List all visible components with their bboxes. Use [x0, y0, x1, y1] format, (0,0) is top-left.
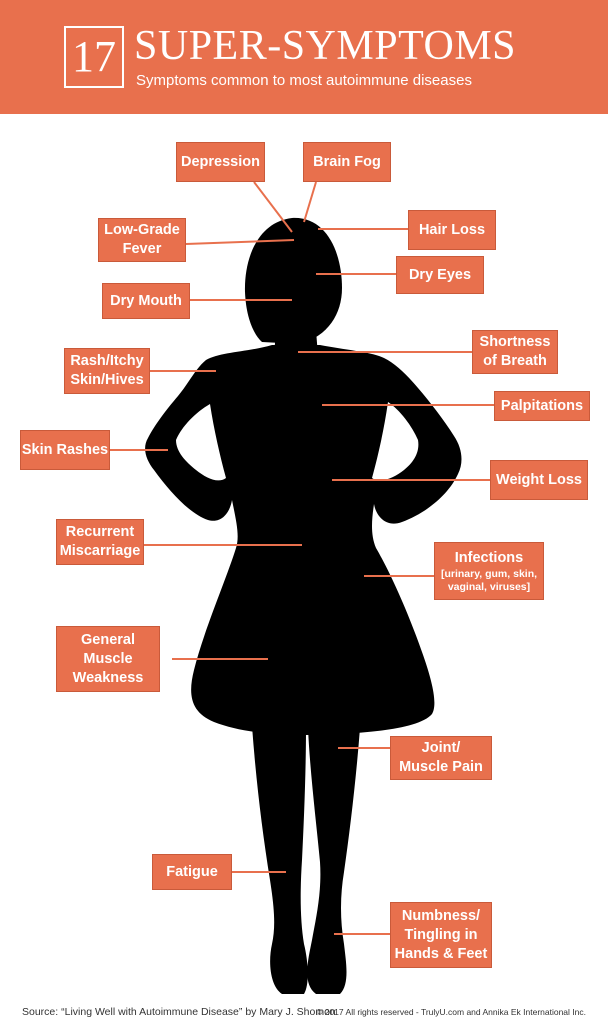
label-line: Depression	[181, 153, 260, 170]
label-line: Dry Eyes	[408, 266, 472, 283]
silhouette-right-leg	[307, 728, 360, 994]
label-line: Numbness/	[401, 907, 481, 924]
symptom-count-badge: 17	[64, 26, 124, 88]
label-weight-loss: Weight Loss	[490, 460, 588, 500]
copyright-notice: © 2017 All rights reserved - TrulyU.com …	[316, 1007, 586, 1017]
page-subtitle: Symptoms common to most autoimmune disea…	[136, 72, 472, 89]
label-line: Hair Loss	[418, 221, 486, 238]
label-line: Skin Rashes	[21, 441, 109, 458]
connector-brain-fog	[303, 181, 317, 223]
header-banner: 17 SUPER-SYMPTOMS Symptoms common to mos…	[0, 0, 608, 114]
label-depression: Depression	[176, 142, 265, 182]
label-line: Brain Fog	[313, 153, 381, 170]
label-line: Weakness	[72, 669, 144, 686]
label-line: Shortness	[479, 334, 551, 350]
label-line: Muscle	[83, 650, 133, 667]
label-line: General	[81, 631, 135, 648]
label-line: Palpitations	[500, 397, 584, 414]
silhouette-arm-gap-right	[372, 402, 419, 481]
silhouette-arm-gap-left	[176, 404, 226, 481]
label-line: Rash/Itchy	[70, 353, 144, 369]
silhouette-left-leg	[252, 726, 308, 994]
label-joint-muscle-pain: Joint/Muscle Pain	[390, 736, 492, 780]
label-hair-loss: Hair Loss	[408, 210, 496, 250]
connector-low-grade-fever	[185, 239, 295, 245]
label-subline: vaginal, viruses]	[447, 580, 531, 593]
label-line: Tingling in	[404, 926, 478, 943]
label-line: Muscle Pain	[399, 759, 483, 775]
label-dry-mouth: Dry Mouth	[102, 283, 190, 319]
label-fatigue: Fatigue	[152, 854, 232, 890]
label-line: Infections	[454, 549, 524, 566]
label-line: Miscarriage	[59, 543, 141, 559]
label-skin-rashes: Skin Rashes	[20, 430, 110, 470]
label-line: Recurrent	[65, 524, 135, 540]
label-line: Fatigue	[166, 863, 218, 880]
label-line: Weight Loss	[496, 471, 582, 488]
label-line: of Breath	[483, 353, 547, 369]
label-line: Hands & Feet	[394, 945, 488, 962]
page-title: SUPER-SYMPTOMS	[134, 23, 517, 69]
label-line: Fever	[122, 241, 162, 257]
silhouette-body	[145, 345, 462, 735]
label-line: Joint/	[421, 740, 461, 756]
label-numbness-tingling: Numbness/Tingling in Hands & Feet	[390, 902, 492, 968]
connector-depression	[253, 181, 293, 233]
silhouette-head	[244, 217, 342, 344]
label-brain-fog: Brain Fog	[303, 142, 391, 182]
label-infections: Infections[urinary, gum, skin,vaginal, v…	[434, 542, 544, 600]
label-palpitations: Palpitations	[494, 391, 590, 421]
label-line: Skin/Hives	[70, 372, 144, 388]
label-dry-eyes: Dry Eyes	[396, 256, 484, 294]
label-line: Low-Grade	[104, 222, 180, 238]
label-line: Dry Mouth	[110, 292, 182, 309]
label-subline: [urinary, gum, skin,	[440, 567, 538, 580]
label-shortness-of-breath: Shortness of Breath	[472, 330, 558, 374]
source-credit: Source: “Living Well with Autoimmune Dis…	[22, 1006, 336, 1018]
